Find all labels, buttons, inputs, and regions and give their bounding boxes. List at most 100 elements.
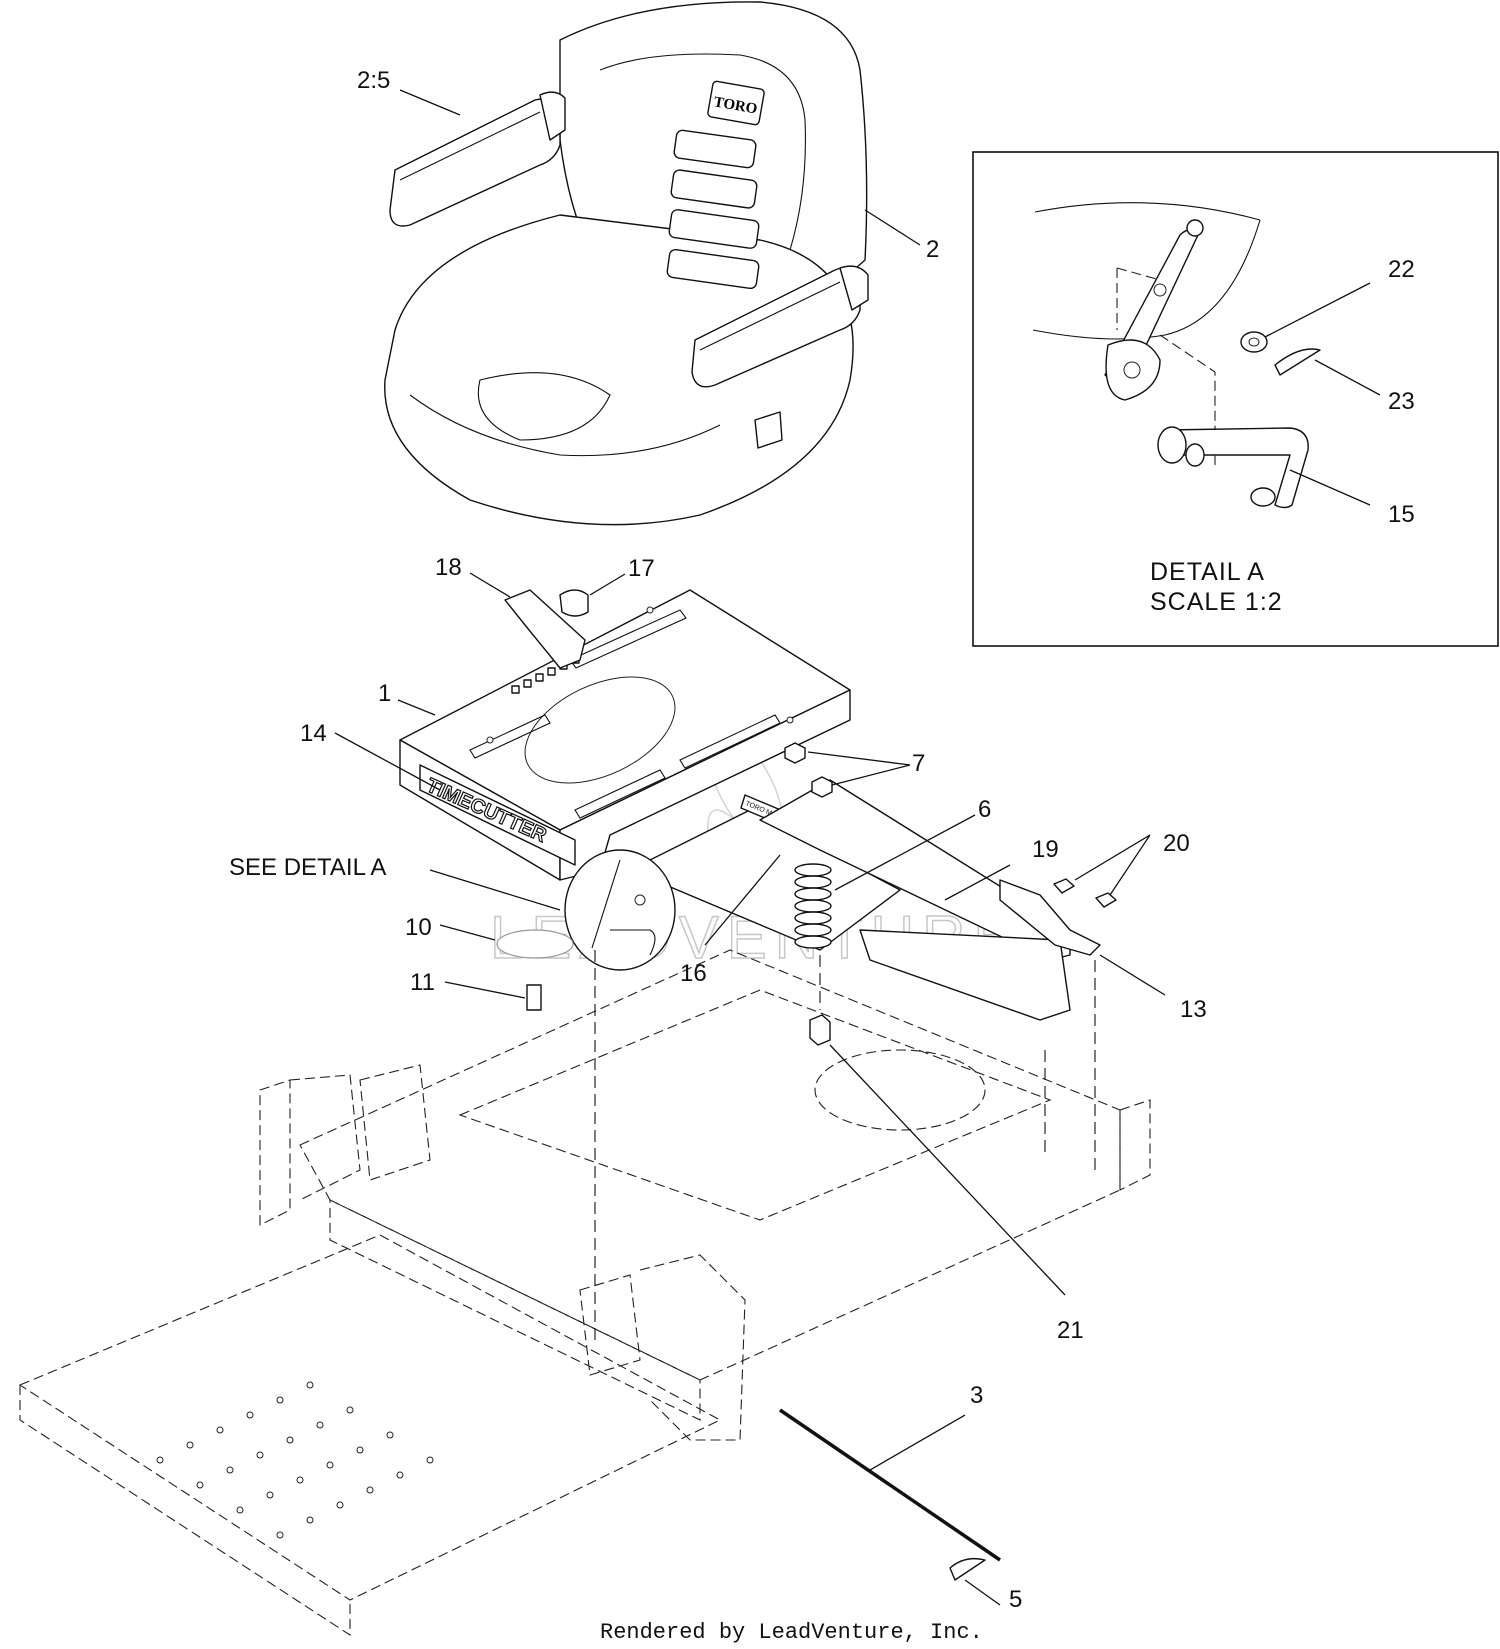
frame-main-deck <box>299 949 1121 1381</box>
callout-23: 23 <box>1388 388 1415 415</box>
part-3-pivot-rod <box>779 1408 1001 1562</box>
part-13-stop-bracket <box>999 879 1101 956</box>
callout-3: 3 <box>970 1382 983 1409</box>
part-5-hair-pin <box>949 1557 986 1581</box>
frame-crossmember <box>329 1199 701 1421</box>
left-armrest-top <box>399 111 541 181</box>
callout-1: 1 <box>378 680 391 707</box>
part-6-spring-bracket <box>629 809 901 951</box>
callout-19: 19 <box>1032 836 1059 863</box>
part-15-handle-end <box>1250 487 1276 507</box>
detail-plate-edge <box>1034 202 1261 221</box>
seat-cushion-front <box>409 394 721 457</box>
seat-stripe-3 <box>668 209 760 249</box>
part-15-pin-head <box>1157 426 1187 464</box>
callout-5: 5 <box>1009 1586 1022 1613</box>
plate-center-cutout <box>524 676 676 784</box>
seat-logo-text: TORO <box>712 94 758 117</box>
detail-a-circle <box>564 849 676 971</box>
right-armrest-bracket <box>839 265 869 311</box>
callout-18: 18 <box>435 554 462 581</box>
part-7-nut-2 <box>811 776 833 798</box>
plate-slot-3 <box>679 714 781 769</box>
detail-plate-hole-1 <box>1123 361 1141 379</box>
callout-16: 16 <box>680 960 707 987</box>
seat-assembly: TORO <box>384 1 869 526</box>
frame-left-hinge <box>259 1074 361 1226</box>
plate-hole-a <box>486 736 494 744</box>
detail-plate-hole-2 <box>1153 283 1167 297</box>
part-16-isolator-spring <box>794 863 832 949</box>
frame-foot-platform-edge <box>19 1385 351 1637</box>
part-15-pin-shaft <box>1185 443 1205 467</box>
plate-slot-1 <box>569 609 687 669</box>
callout-21: 21 <box>1057 1317 1084 1344</box>
frame-deck-inner <box>458 989 1052 1221</box>
plate-brand-panel <box>419 764 576 866</box>
rear-pivot-assembly: TORO MOWER SPRING <box>629 742 1117 1046</box>
part-19-pivot-bracket <box>759 779 1071 961</box>
frame-right-rail <box>1119 1099 1151 1191</box>
frame-deck-cutout <box>814 1049 986 1131</box>
callout-11: 11 <box>410 969 435 996</box>
seat-rail-clip <box>754 411 783 449</box>
part-19-bracket-lower <box>859 929 1071 1021</box>
foot-platform-holes <box>156 1381 434 1539</box>
seat-stripe-4 <box>666 248 760 290</box>
footer-credit: Rendered by LeadVenture, Inc. <box>600 1620 983 1645</box>
plate-hole-b <box>646 606 654 614</box>
part-7-nut-1 <box>784 742 806 764</box>
seat-mount-plate: TIMECUTTER <box>399 589 851 881</box>
detail-rod-loop <box>1186 219 1204 237</box>
detail-plate-curve <box>1032 219 1261 340</box>
frame-foot-platform <box>18 1234 722 1601</box>
detail-a-mini-pin <box>610 929 656 956</box>
plate-hole-c <box>786 716 794 724</box>
part-20-bolt-2 <box>1095 892 1117 908</box>
callout-15: 15 <box>1388 501 1415 528</box>
left-armrest <box>389 98 561 227</box>
detail-a-scale: SCALE 1:2 <box>1150 588 1283 616</box>
callout-22: 22 <box>1388 256 1415 283</box>
plate-slot-4 <box>574 769 666 819</box>
callout-13: 13 <box>1180 996 1207 1023</box>
callout-2-5: 2:5 <box>357 67 390 94</box>
callout-17: 17 <box>628 555 655 582</box>
detail-a-mini-washer <box>634 894 646 906</box>
callout-20: 20 <box>1163 830 1190 857</box>
part-20-bolt-1 <box>1053 878 1075 894</box>
tractor-frame <box>18 949 1151 1637</box>
seat-back-contour <box>599 53 806 251</box>
part-17-spring <box>559 589 589 617</box>
callout-2: 2 <box>926 236 939 263</box>
plate-right-face <box>559 689 851 881</box>
part-11-bolt <box>526 984 542 1011</box>
callout-14: 14 <box>300 720 327 747</box>
part-18-seat-switch-bracket <box>504 589 586 669</box>
frame-left-pivot <box>359 1064 431 1181</box>
part-10-washer <box>496 929 574 959</box>
see-detail-a-label: SEE DETAIL A <box>229 854 386 881</box>
seat-stripe-2 <box>670 169 758 209</box>
seat-stripe-1 <box>673 129 757 169</box>
part-23-hair-pin <box>1274 348 1321 376</box>
detail-a-mini-rod <box>591 859 621 949</box>
callout-6: 6 <box>978 796 991 823</box>
seat-cushion <box>384 214 854 526</box>
part-22-washer-hole <box>1248 337 1260 347</box>
seat-logo-badge <box>707 80 765 126</box>
detail-a-border <box>972 151 1499 647</box>
right-armrest-top <box>699 281 841 351</box>
part-15-latch-pin <box>1164 427 1309 509</box>
detail-a-panel: DETAIL A SCALE 1:2 <box>972 151 1499 647</box>
leader-lines <box>334 89 1381 1606</box>
detail-a-reference <box>564 849 676 971</box>
seat-center-pad <box>477 372 611 441</box>
callout-labels: 2:5 2 22 23 15 18 17 1 14 7 6 19 20 SEE … <box>229 67 1415 1613</box>
part-21-bolt <box>809 1014 831 1046</box>
callout-7: 7 <box>912 750 925 777</box>
plate-slot-2 <box>469 714 551 759</box>
left-armrest-bracket <box>539 91 566 141</box>
detail-a-title: DETAIL A <box>1150 558 1265 586</box>
